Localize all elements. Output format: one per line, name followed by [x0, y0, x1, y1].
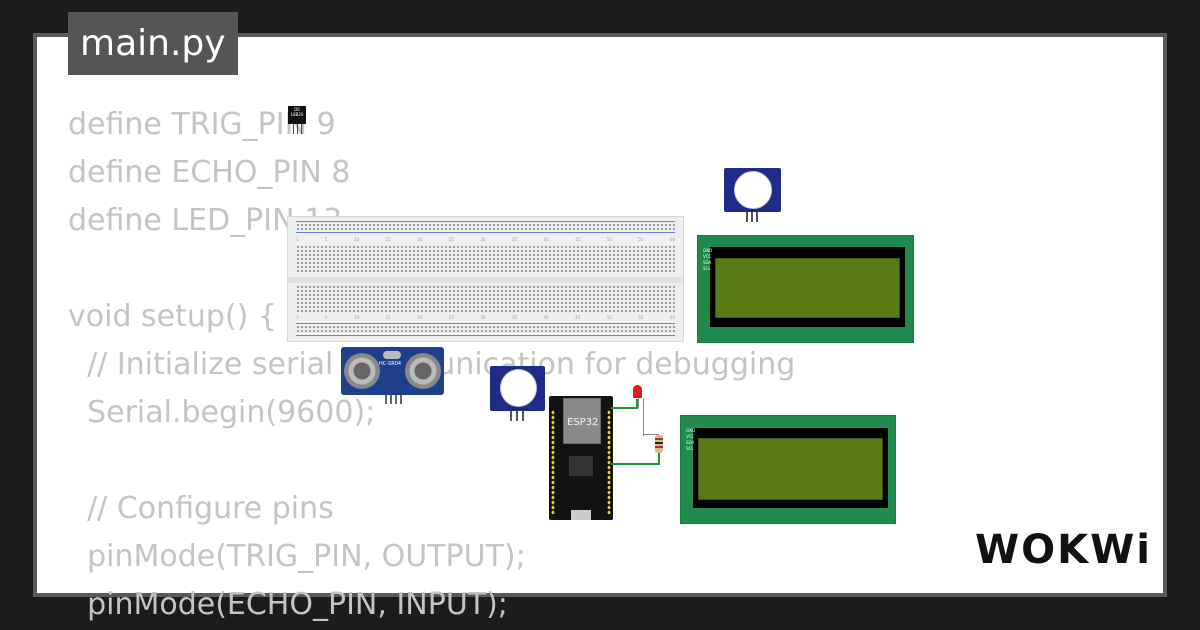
wokwi-logo: WOKWi	[975, 527, 1152, 573]
esp32-label: ESP32	[567, 417, 599, 428]
ultrasonic-sensor[interactable]: HC-SR04	[341, 347, 444, 404]
code-line: pinMode(TRIG_PIN, OUTPUT);	[68, 539, 526, 574]
usb-port	[571, 510, 591, 520]
pir-sensor[interactable]	[724, 168, 781, 222]
code-line: define ECHO_PIN 8	[68, 155, 351, 190]
code-line: pinMode(ECHO_PIN, INPUT);	[68, 587, 508, 622]
ds18b20-label: DS 18B20	[290, 107, 304, 117]
wire	[658, 452, 660, 465]
code-line: // Configure pins	[68, 491, 334, 526]
resistor[interactable]	[655, 435, 663, 453]
code-line: void setup() {	[68, 299, 277, 334]
code-line: define TRIG_PIN 9	[68, 107, 336, 142]
file-tab[interactable]: main.py	[68, 12, 238, 75]
ds18b20-sensor[interactable]: DS 18B20	[288, 106, 306, 134]
pir-sensor[interactable]	[490, 366, 545, 421]
wire	[611, 463, 659, 465]
esp32-board[interactable]: ESP32	[549, 396, 613, 520]
wire	[611, 407, 637, 409]
wire	[636, 399, 638, 409]
ultrasonic-label: HC-SR04	[379, 361, 402, 367]
code-line: Serial.begin(9600);	[68, 395, 376, 430]
led[interactable]	[633, 385, 642, 398]
